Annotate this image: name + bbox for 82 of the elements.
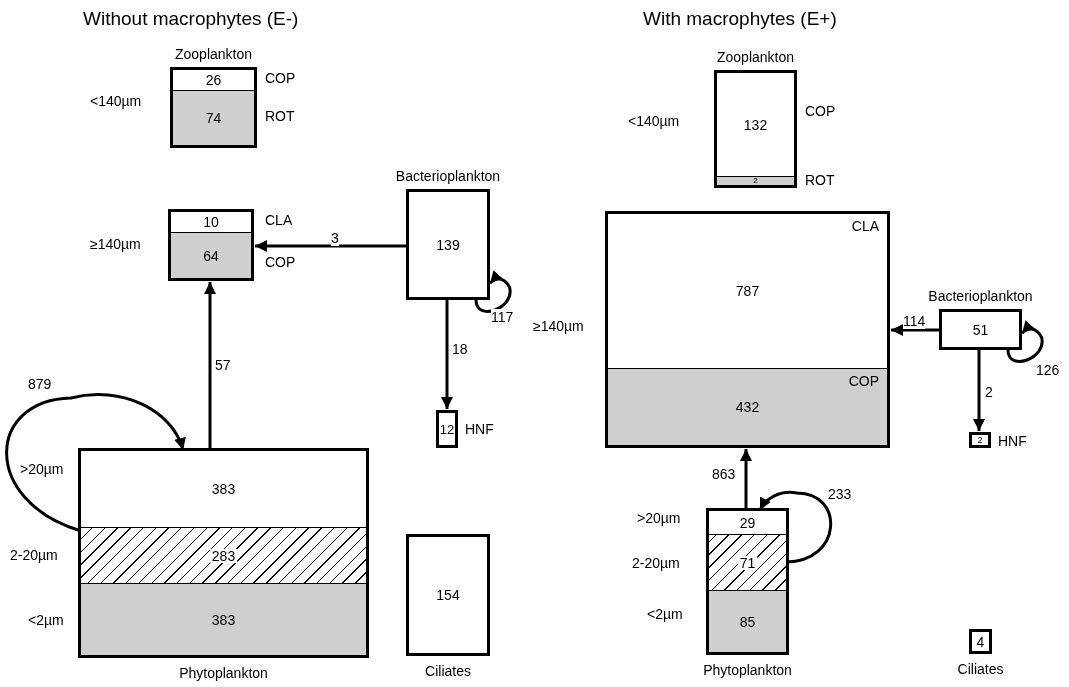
group-label: <2µm: [647, 606, 683, 622]
group-label: ROT: [805, 172, 835, 188]
group-label: 2-20µm: [632, 555, 680, 571]
flow-arrow: [758, 490, 832, 564]
flow-arrow: [255, 240, 406, 252]
group-label: COP: [265, 254, 296, 270]
biomass-value: 29: [739, 515, 756, 530]
biomass-value: 383: [211, 482, 236, 496]
biomass-value: 139: [436, 237, 460, 252]
group-label: <140µm: [628, 113, 680, 129]
edge-label: 879: [28, 376, 52, 392]
compartment-segment: [608, 368, 887, 445]
flow-arrow: [740, 449, 752, 508]
compartment-segment: [173, 90, 254, 145]
biomass-value: 51: [972, 322, 989, 337]
biomass-value: 2: [977, 435, 983, 445]
compartment-segment: [81, 583, 366, 655]
panel-title: With macrophytes (E+): [643, 8, 837, 30]
biomass-value: 132: [743, 117, 768, 132]
edge-label: 57: [215, 357, 231, 373]
compartment-segment: [171, 232, 251, 278]
biomass-value: 2: [753, 177, 758, 185]
edge-label: 863: [712, 466, 736, 482]
flow-arrow: [441, 300, 453, 409]
group-label: COP: [265, 70, 296, 86]
biomass-value: 4: [976, 634, 985, 649]
edge-label: 18: [452, 341, 468, 357]
group-label: <2µm: [28, 612, 64, 628]
flow-arrow: [5, 393, 185, 533]
compartment-heading: Ciliates: [425, 663, 471, 679]
biomass-value: 85: [739, 614, 756, 629]
biomass-value: 10: [203, 215, 219, 229]
biomass-value: 383: [211, 612, 236, 627]
compartment-heading: Phytoplankton: [703, 662, 792, 678]
panel-title: Without macrophytes (E-): [83, 8, 299, 30]
group-label: 2-20µm: [10, 547, 58, 563]
loop-arrow: [1006, 320, 1044, 363]
compartment-heading: Zooplankton: [716, 49, 795, 65]
compartment-stack: [605, 211, 890, 448]
group-label: <140µm: [90, 93, 142, 109]
group-label: CLA: [265, 212, 293, 228]
flow-arrow: [973, 350, 985, 431]
compartment-segment: [717, 176, 794, 185]
biomass-value: 154: [436, 588, 460, 602]
compartment-stack: [168, 209, 254, 281]
edge-label: 117: [491, 309, 514, 325]
biomass-value: 26: [205, 73, 222, 87]
compartment-heading: Zooplankton: [174, 46, 253, 62]
compartment-heading: Bacterioplankton: [395, 168, 501, 184]
edge-label: 233: [828, 486, 852, 502]
edge-label: 3: [331, 230, 339, 246]
group-label: COP: [805, 103, 836, 119]
loop-arrow: [474, 270, 512, 313]
flow-arrow: [891, 324, 939, 336]
group-label: ROT: [265, 108, 295, 124]
biomass-value: 64: [203, 248, 219, 263]
taxon-label: CLA: [851, 218, 879, 234]
biomass-value: 74: [205, 111, 222, 125]
compartment-segment: [709, 590, 786, 652]
edge-label: 2: [985, 384, 993, 400]
biomass-value: 432: [735, 400, 760, 414]
compartment-heading: Bacterioplankton: [928, 288, 1033, 304]
compartment-heading: Phytoplankton: [179, 665, 268, 681]
edge-label: 126: [1036, 362, 1060, 378]
biomass-value: 71: [737, 555, 758, 570]
group-label: ≥140µm: [533, 318, 584, 334]
group-label: HNF: [998, 433, 1027, 449]
compartment-heading: Ciliates: [957, 661, 1004, 677]
biomass-value: 12: [439, 422, 455, 436]
group-label: HNF: [465, 421, 494, 437]
flow-arrow: [204, 282, 216, 448]
group-label: >20µm: [637, 510, 681, 526]
biomass-value: 787: [735, 284, 760, 298]
compartment-segment: [709, 534, 786, 590]
compartment-box: [969, 432, 991, 448]
group-label: >20µm: [20, 461, 64, 477]
compartment-segment: [81, 527, 366, 583]
biomass-value: 283: [209, 548, 238, 563]
compartment-box: [436, 410, 458, 448]
group-label: ≥140µm: [90, 236, 141, 252]
taxon-label: COP: [848, 373, 879, 389]
edge-label: 114: [903, 313, 926, 329]
